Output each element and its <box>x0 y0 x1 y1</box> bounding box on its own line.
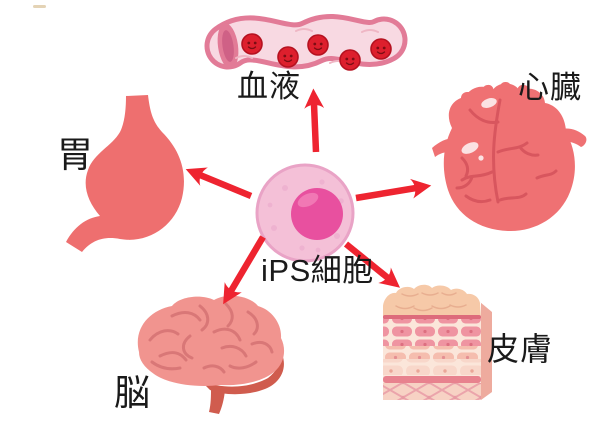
blood-vessel-illustration <box>204 14 408 71</box>
arrow-to-brain <box>223 235 266 305</box>
arrow-to-skin <box>343 241 401 288</box>
label-brain: 脳 <box>114 372 152 413</box>
skin-epidermis-line <box>383 315 481 320</box>
brain-illustration <box>137 295 285 414</box>
heart-illustration <box>432 82 587 232</box>
brain-cerebrum <box>137 295 285 386</box>
label-skin: 皮膚 <box>487 331 554 367</box>
skin-surface <box>383 284 481 318</box>
skin-basal-band <box>383 376 481 383</box>
heart-highlights <box>461 98 497 161</box>
brain-stem <box>209 388 225 414</box>
stomach-illustration <box>66 95 184 252</box>
stomach-body <box>66 95 184 252</box>
red-blood-cells <box>241 33 392 71</box>
skin-surface-seams <box>395 292 467 312</box>
arrows <box>185 88 432 305</box>
skin-cell-row-mid <box>383 346 481 359</box>
skin-dermis-lattice <box>383 383 481 400</box>
label-heart: 心臓 <box>518 70 582 105</box>
arrow-to-heart <box>355 178 432 202</box>
skin-illustration <box>383 284 492 400</box>
label-blood: 血液 <box>237 69 301 104</box>
heart-body <box>443 83 575 232</box>
label-ips-cell: iPS細胞 <box>261 253 374 288</box>
arrow-to-blood <box>304 88 325 153</box>
brain-gyri-lines <box>148 302 274 374</box>
arrow-to-stomach <box>185 167 253 200</box>
skin-cell-row-dark <box>383 319 481 346</box>
label-stomach: 胃 <box>57 134 95 175</box>
watermark-artifact <box>33 5 46 8</box>
cell-texture <box>267 179 344 253</box>
skin-side-face <box>480 302 492 400</box>
vessel-opening <box>217 23 239 69</box>
nucleus-highlight <box>297 192 319 208</box>
heart-vessel-lines <box>455 98 558 204</box>
skin-cell-row-light <box>383 359 481 375</box>
brain-underside <box>200 354 284 395</box>
ips-cell-illustration <box>255 163 355 263</box>
